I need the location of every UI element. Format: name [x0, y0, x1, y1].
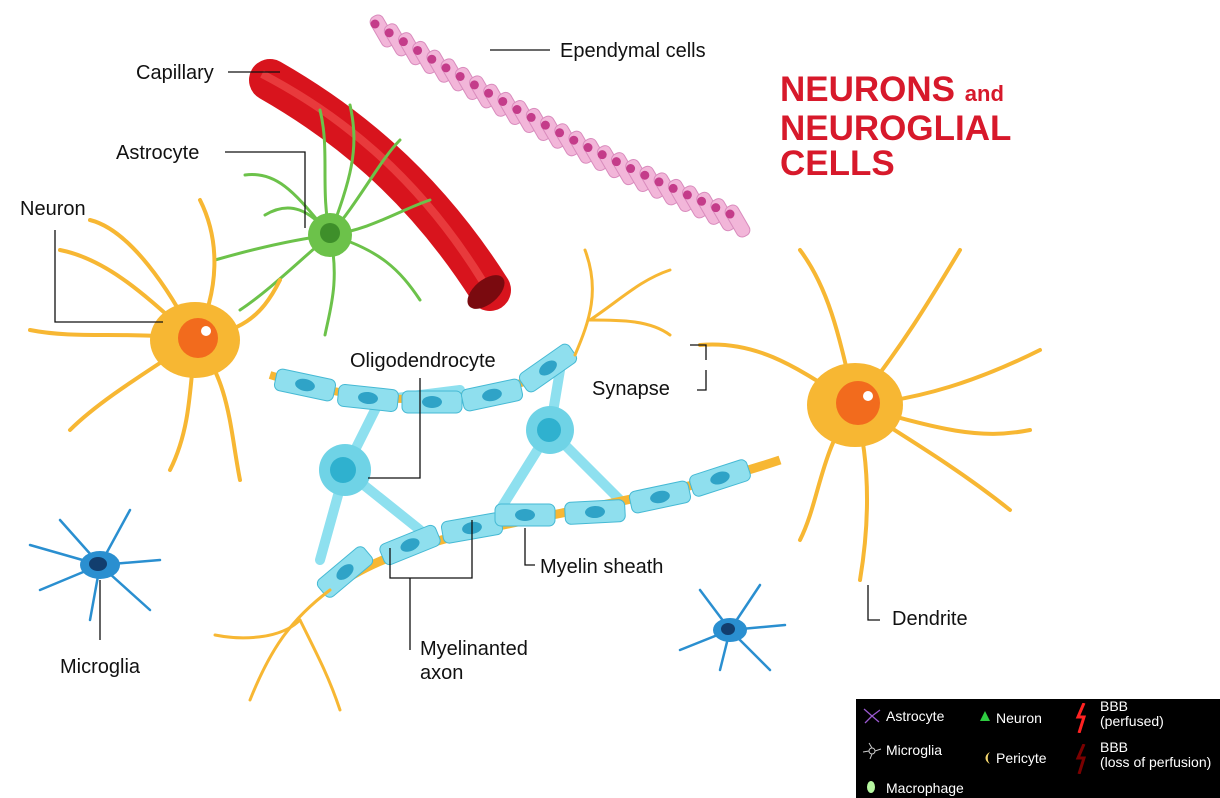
capillary-vessel: [262, 74, 511, 315]
legend-astrocyte: Astrocyte: [886, 709, 944, 724]
title-word-and: and: [965, 81, 1004, 106]
title-word-neurons: NEURONS: [780, 70, 955, 109]
pericyte-legend-icon: [984, 752, 992, 764]
myelin-segment: [628, 480, 691, 514]
astrocyte-legend-icon: [862, 707, 882, 725]
myelin-segment: [564, 499, 625, 524]
diagram-title: NEURONS and NEUROGLIAL CELLS: [780, 72, 1011, 181]
neuron-legend-icon: [980, 711, 990, 721]
myelin-segment: [402, 391, 462, 413]
legend-microglia: Microglia: [886, 743, 942, 758]
label-ependymal-cells: Ependymal cells: [560, 40, 706, 63]
legend-bbb-perfused: BBB (perfused): [1100, 699, 1164, 729]
title-line3: CELLS: [780, 146, 1011, 181]
microglia-legend-icon: [862, 742, 882, 760]
myelin-segment: [337, 384, 399, 412]
macrophage-legend-icon: [866, 780, 876, 794]
label-dendrite: Dendrite: [892, 608, 968, 631]
legend-bbb-perfused-line2: (perfused): [1100, 714, 1164, 729]
label-neuron: Neuron: [20, 198, 86, 221]
legend-macrophage: Macrophage: [886, 781, 964, 796]
label-myelin-sheath: Myelin sheath: [540, 556, 663, 579]
myelin-segment: [517, 342, 579, 394]
legend-box: Astrocyte Neuron BBB (perfused) Microgli…: [856, 699, 1220, 798]
neuron-right: [700, 250, 1040, 580]
title-line1: NEURONS and: [780, 72, 1011, 111]
label-oligodendrocyte: Oligodendrocyte: [350, 350, 496, 373]
myelin-segment: [495, 504, 555, 526]
myelin-segment: [273, 368, 336, 402]
label-myelinated-axon: Myelinanted axon: [420, 637, 528, 685]
label-capillary: Capillary: [136, 62, 214, 85]
label-synapse: Synapse: [592, 378, 670, 401]
astrocyte-cell: [215, 105, 430, 335]
myelin-segment: [460, 378, 523, 412]
legend-bbb-loss-line1: BBB: [1100, 740, 1211, 755]
myelin-segment: [688, 458, 752, 497]
legend-bbb-loss: BBB (loss of perfusion): [1100, 740, 1211, 770]
neuron-left: [30, 200, 280, 480]
legend-neuron: Neuron: [996, 711, 1042, 726]
microglia-cell-left: [30, 510, 160, 620]
microglia-cell-right: [680, 585, 785, 670]
title-line2: NEUROGLIAL: [780, 111, 1011, 146]
myelin-segment: [378, 524, 442, 567]
label-microglia: Microglia: [60, 656, 140, 679]
label-myelinated-axon-line1: Myelinanted: [420, 637, 528, 661]
label-astrocyte: Astrocyte: [116, 142, 199, 165]
bbb-perfused-icon: [1074, 703, 1090, 733]
legend-bbb-perfused-line1: BBB: [1100, 699, 1164, 714]
legend-pericyte: Pericyte: [996, 751, 1047, 766]
label-myelinated-axon-line2: axon: [420, 661, 528, 685]
legend-bbb-loss-line2: (loss of perfusion): [1100, 755, 1211, 770]
bbb-loss-icon: [1074, 744, 1090, 774]
